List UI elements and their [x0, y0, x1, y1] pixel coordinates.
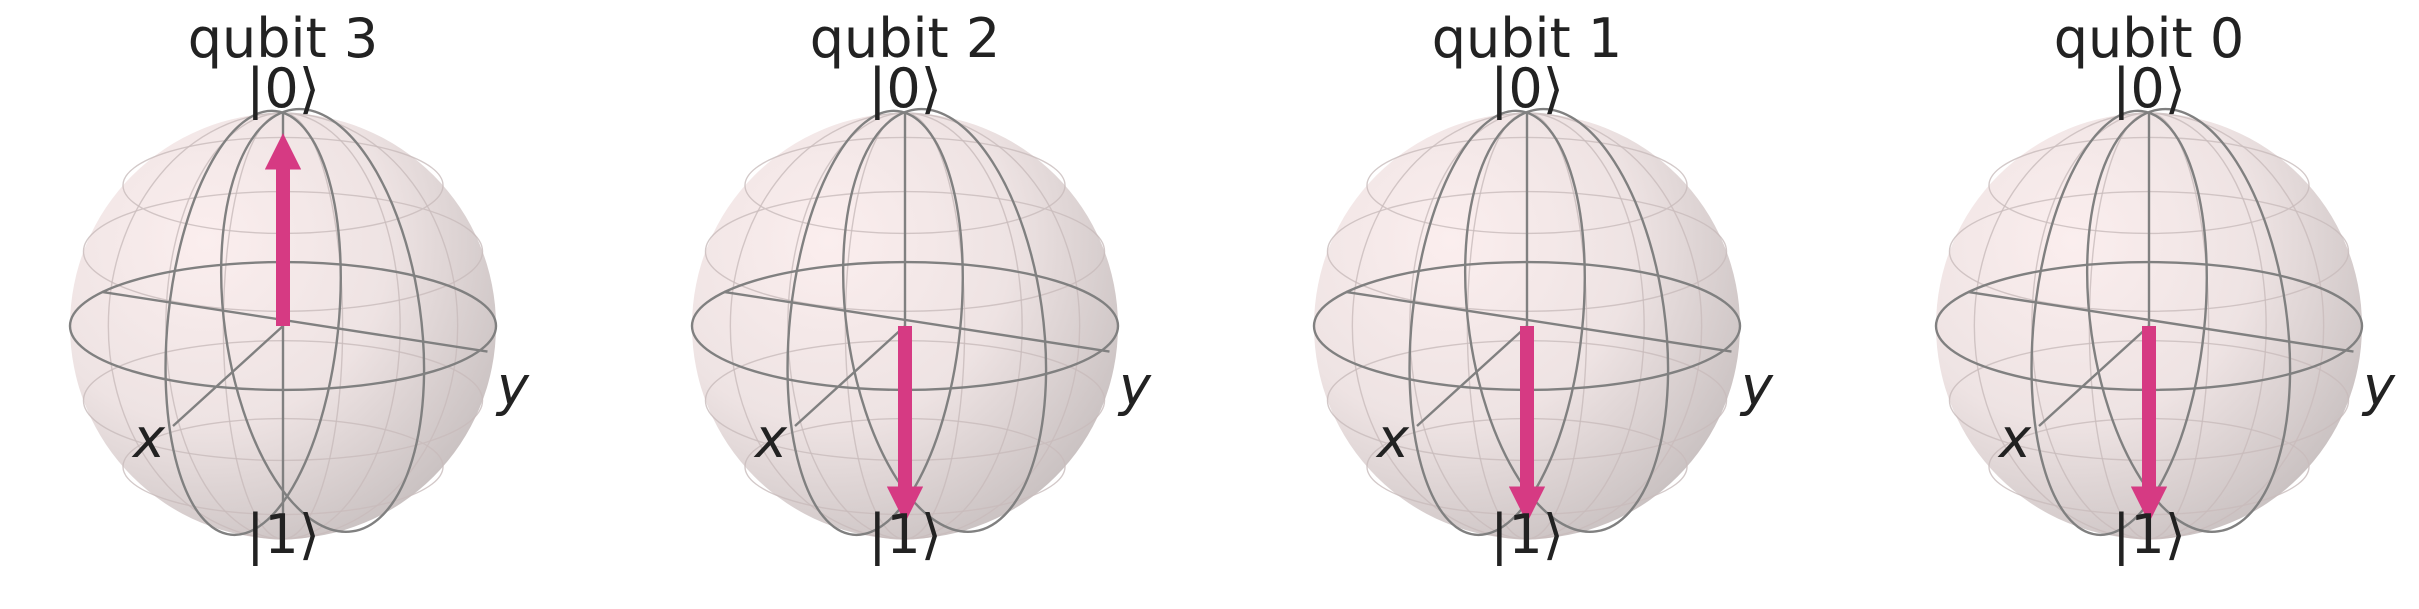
y-axis-line [723, 290, 1110, 353]
panel-title: qubit 0 [2053, 7, 2245, 70]
x-axis-line [2038, 325, 2150, 427]
bloch-sphere [1312, 107, 1742, 540]
meridian-front [219, 107, 426, 534]
meridian-back [164, 109, 342, 537]
panel-title: qubit 1 [1431, 7, 1623, 70]
meridian-front [841, 107, 1048, 534]
meridian-front [2085, 107, 2292, 534]
y-axis-label: y [2363, 355, 2395, 418]
bloch-sphere [1934, 107, 2364, 540]
meridian-back [2030, 109, 2208, 537]
panel-title: qubit 3 [187, 7, 379, 70]
bloch-sphere-panel-qubit-2: qubit 2 |0⟩ |1⟩ x y [622, 0, 1222, 609]
bloch-sphere-panel-qubit-3: qubit 3 |0⟩ |1⟩ x y [0, 0, 600, 609]
bloch-sphere [690, 107, 1120, 540]
ket-one-label: |1⟩ [868, 503, 942, 566]
x-axis-label: x [755, 407, 787, 470]
x-axis-label: x [1377, 407, 1409, 470]
bloch-sphere-panel-qubit-0: qubit 0 |0⟩ |1⟩ x y [1866, 0, 2419, 609]
x-axis-line [172, 325, 284, 427]
meridian-front [1463, 107, 1670, 534]
y-axis-line [1967, 290, 2354, 353]
x-axis-line [794, 325, 906, 427]
x-axis-label: x [1999, 407, 2031, 470]
y-axis-label: y [1119, 355, 1151, 418]
ket-one-label: |1⟩ [246, 503, 320, 566]
ket-one-label: |1⟩ [2112, 503, 2186, 566]
wireframe [68, 107, 498, 539]
y-axis-line [1345, 290, 1732, 353]
meridian-back [786, 109, 964, 537]
x-axis-label: x [133, 407, 165, 470]
x-axis-line [1416, 325, 1528, 427]
ket-zero-label: |0⟩ [868, 57, 942, 120]
y-axis-label: y [1741, 355, 1773, 418]
ket-one-label: |1⟩ [1490, 503, 1564, 566]
y-axis-line [101, 290, 488, 353]
bloch-sphere [68, 107, 498, 540]
ket-zero-label: |0⟩ [1490, 57, 1564, 120]
y-axis-label: y [497, 355, 529, 418]
panel-title: qubit 2 [809, 7, 1001, 70]
ket-zero-label: |0⟩ [246, 57, 320, 120]
ket-zero-label: |0⟩ [2112, 57, 2186, 120]
bloch-sphere-panel-qubit-1: qubit 1 |0⟩ |1⟩ x y [1244, 0, 1844, 609]
meridian-back [1408, 109, 1586, 537]
